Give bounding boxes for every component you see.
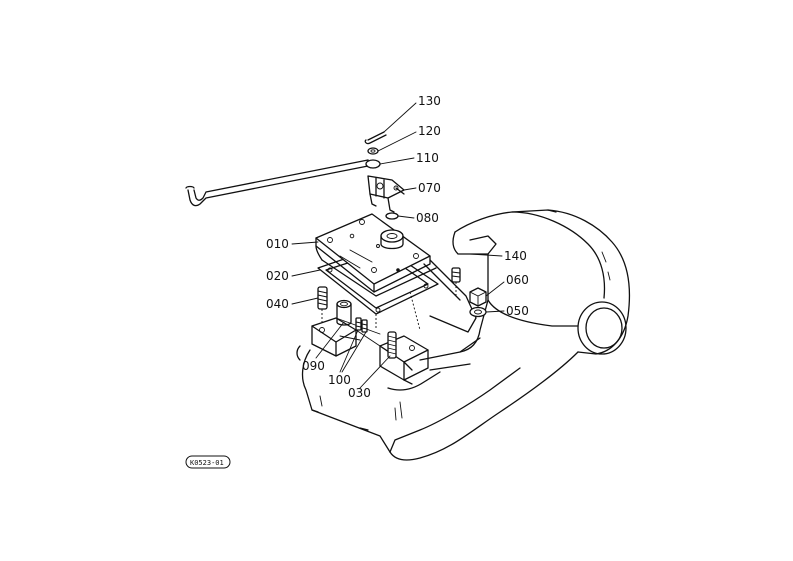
callout-070: 070	[418, 181, 441, 195]
part-120-washer	[367, 147, 379, 155]
reference-code-badge: K0523-01	[185, 455, 231, 469]
part-090-sleeve	[336, 299, 352, 326]
part-100-pins	[355, 317, 368, 333]
callout-050: 050	[506, 304, 529, 318]
part-110-rod	[185, 159, 369, 207]
part-030-stud	[387, 331, 397, 359]
callout-090: 090	[302, 359, 325, 373]
callout-100: 100	[328, 373, 351, 387]
part-010-cover	[315, 213, 437, 297]
leader-lines	[291, 102, 505, 389]
part-110-joint	[365, 159, 381, 169]
part-050-washer	[469, 306, 487, 318]
callout-120: 120	[418, 124, 441, 138]
reference-code-text: K0523-01	[190, 459, 224, 467]
part-140-bolt	[423, 259, 477, 333]
callout-060: 060	[506, 273, 529, 287]
part-040-stud	[317, 286, 328, 322]
part-060-nut	[469, 287, 487, 307]
callout-020: 020	[266, 269, 289, 283]
part-070-lever	[367, 175, 405, 213]
callout-130: 130	[418, 94, 441, 108]
callout-080: 080	[416, 211, 439, 225]
callout-030: 030	[348, 386, 371, 400]
housing-body	[296, 209, 631, 461]
part-080-oring	[385, 212, 399, 220]
callout-labels: 130 120 110 070 080 010 140 020 060 040 …	[266, 94, 529, 400]
callout-140: 140	[504, 249, 527, 263]
callout-110: 110	[416, 151, 439, 165]
callout-040: 040	[266, 297, 289, 311]
callout-010: 010	[266, 237, 289, 251]
part-130-pin	[364, 131, 387, 145]
